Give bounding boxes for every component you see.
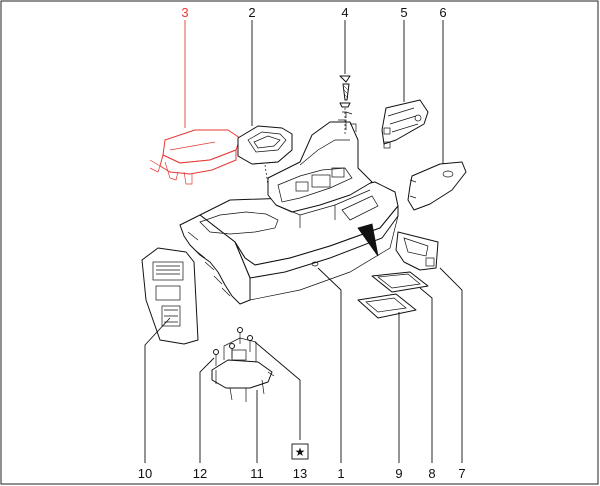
- star-symbol: ★: [295, 445, 306, 459]
- part-12-bolts: [213, 327, 253, 366]
- callout-7: 7: [458, 466, 465, 481]
- callout-6: 6: [439, 5, 446, 20]
- part-7-clip-bracket: [395, 231, 439, 271]
- star-box: [291, 443, 309, 460]
- callout-1: 1: [337, 466, 344, 481]
- part-6-side-cover: [407, 161, 467, 211]
- callout-11: 11: [250, 466, 264, 481]
- part-9-tray-mat: [357, 293, 417, 319]
- part-3-armrest-lid: [149, 129, 241, 185]
- callout-4: 4: [341, 5, 348, 20]
- part-5-side-bracket: [381, 99, 429, 149]
- part-8-mat: [371, 271, 429, 293]
- callout-5: 5: [400, 5, 407, 20]
- callout-10: 10: [138, 466, 152, 481]
- callout-8: 8: [428, 466, 435, 481]
- callout-2: 2: [248, 5, 255, 20]
- callout-9: 9: [395, 466, 402, 481]
- callout-13: 13: [293, 466, 307, 481]
- callout-12: 12: [193, 466, 207, 481]
- leader-lines: [144, 20, 463, 463]
- part-11-mounting-bracket: [211, 337, 275, 402]
- part-10-rear-panel: [141, 247, 199, 345]
- callout-3: 3: [181, 5, 188, 20]
- part-2-storage-tray: [237, 125, 293, 165]
- part-4-screw: [338, 75, 357, 136]
- part-1-center-console: [179, 121, 399, 305]
